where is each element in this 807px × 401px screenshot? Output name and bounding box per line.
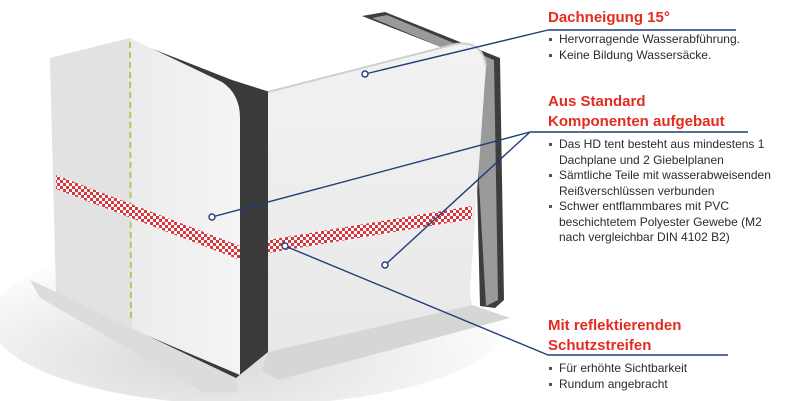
callout-heading: Dachneigung 15° — [548, 9, 670, 26]
leader-dot-gable — [208, 213, 216, 221]
bullet-item: Rundum angebracht — [548, 377, 687, 393]
floor-flap-left — [30, 280, 238, 393]
gable-zipper — [129, 41, 132, 321]
callout-reflective-stripes: Mit reflektierenden Schutzstreifen Für e… — [548, 316, 687, 392]
bullet-list: Hervorragende Wasserabführung. Keine Bil… — [548, 32, 740, 63]
callout-standard-components: Aus Standard Komponenten aufgebaut Das H… — [548, 92, 788, 246]
callout-roof-pitch: Dachneigung 15° Hervorragende Wasserabfü… — [548, 8, 740, 63]
rear-gable-panel — [372, 15, 498, 306]
bullet-item: Für erhöhte Sichtbarkeit — [548, 361, 687, 377]
leader-dot-roof-lower — [381, 261, 389, 269]
left-gable-side — [50, 38, 132, 330]
leader-dots — [208, 70, 389, 269]
reflective-stripe-roof — [268, 206, 472, 253]
callout-heading: Aus Standard — [548, 93, 646, 110]
callout-heading: Mit reflektierenden — [548, 317, 682, 334]
leader-lines — [211, 29, 748, 356]
leader-dot-roof — [361, 70, 369, 78]
callout-heading: Komponenten aufgebaut — [548, 113, 725, 130]
floor-flap-right — [262, 305, 510, 380]
roof-panel — [268, 43, 486, 352]
bullet-item: Schwer entflammbares mit PVC beschichtet… — [548, 199, 788, 246]
leader-line-roof-lower — [384, 131, 531, 266]
leader-dot-stripe — [281, 242, 289, 250]
leader-line-gable — [211, 131, 531, 218]
bullet-item: Hervorragende Wasserabführung. — [548, 32, 740, 48]
roof-top-edge — [267, 42, 487, 93]
bullet-list: Das HD tent besteht aus mindestens 1 Dac… — [548, 137, 788, 246]
callout-heading: Schutzstreifen — [548, 337, 652, 354]
reflective-stripe-gable — [56, 175, 240, 260]
bullet-item: Sämtliche Teile mit wasserabweisenden Re… — [548, 168, 788, 199]
bullet-item: Das HD tent besteht aus mindestens 1 Dac… — [548, 137, 788, 168]
bullet-list: Für erhöhte Sichtbarkeit Rundum angebrac… — [548, 361, 687, 392]
leader-line-stripe — [284, 245, 549, 356]
leader-line-roof — [364, 29, 549, 75]
bullet-item: Keine Bildung Wassersäcke. — [548, 48, 740, 64]
